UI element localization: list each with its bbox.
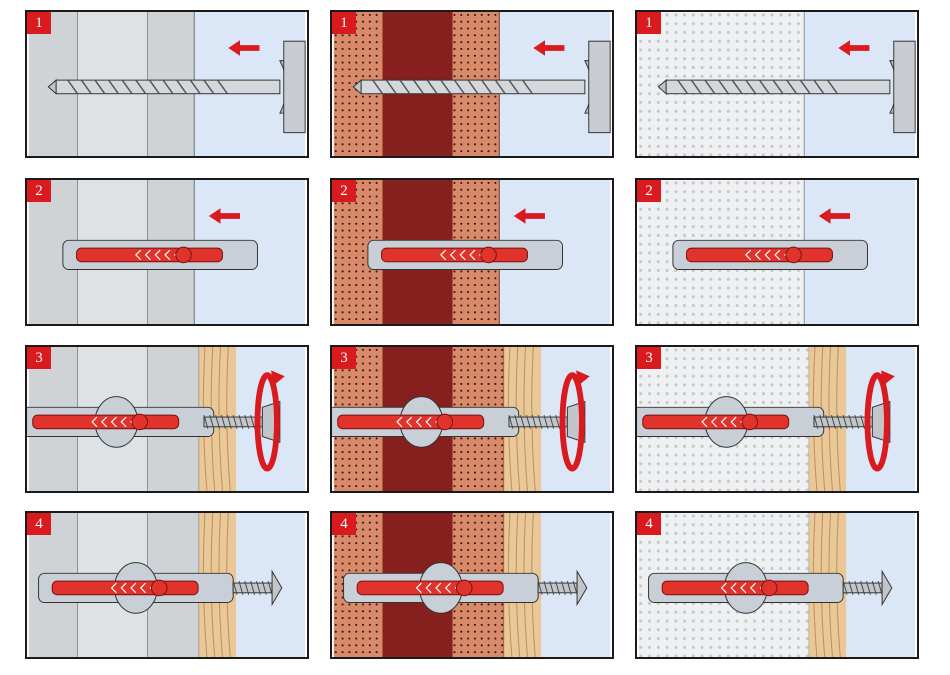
panel-illustration xyxy=(332,180,612,324)
panel-step4-solid-masonry: 4 xyxy=(25,511,309,659)
panel-step4-aerated-concrete: 4 xyxy=(635,511,919,659)
panel-illustration xyxy=(27,12,307,156)
panel-illustration xyxy=(637,12,917,156)
step-number-badge: 2 xyxy=(637,180,661,202)
panel-step2-perforated-brick: 2 xyxy=(330,178,614,326)
wall-plug xyxy=(368,240,563,269)
panel-step3-aerated-concrete: 3 xyxy=(635,345,919,493)
step-number-badge: 4 xyxy=(27,513,51,535)
step-number-badge: 1 xyxy=(332,12,356,34)
step-number-badge: 4 xyxy=(637,513,661,535)
step-number-badge: 3 xyxy=(332,347,356,369)
panel-step1-aerated-concrete: 1 xyxy=(635,10,919,158)
panel-step1-perforated-brick: 1 xyxy=(330,10,614,158)
step-number-badge: 3 xyxy=(27,347,51,369)
panel-step2-aerated-concrete: 2 xyxy=(635,178,919,326)
panel-illustration xyxy=(27,347,307,491)
step-number-badge: 2 xyxy=(27,180,51,202)
panel-step3-solid-masonry: 3 xyxy=(25,345,309,493)
step-number-badge: 1 xyxy=(637,12,661,34)
panel-illustration xyxy=(637,180,917,324)
panel-step3-perforated-brick: 3 xyxy=(330,345,614,493)
panel-illustration xyxy=(27,513,307,657)
panel-illustration xyxy=(637,513,917,657)
panel-illustration xyxy=(332,12,612,156)
step-number-badge: 3 xyxy=(637,347,661,369)
wall-plug xyxy=(63,240,258,269)
panel-illustration xyxy=(332,347,612,491)
panel-step2-solid-masonry: 2 xyxy=(25,178,309,326)
panel-step4-perforated-brick: 4 xyxy=(330,511,614,659)
step-number-badge: 2 xyxy=(332,180,356,202)
panel-step1-solid-masonry: 1 xyxy=(25,10,309,158)
panel-illustration xyxy=(332,513,612,657)
wall-plug xyxy=(673,240,868,269)
step-number-badge: 4 xyxy=(332,513,356,535)
panel-illustration xyxy=(637,347,917,491)
panel-illustration xyxy=(27,180,307,324)
step-number-badge: 1 xyxy=(27,12,51,34)
